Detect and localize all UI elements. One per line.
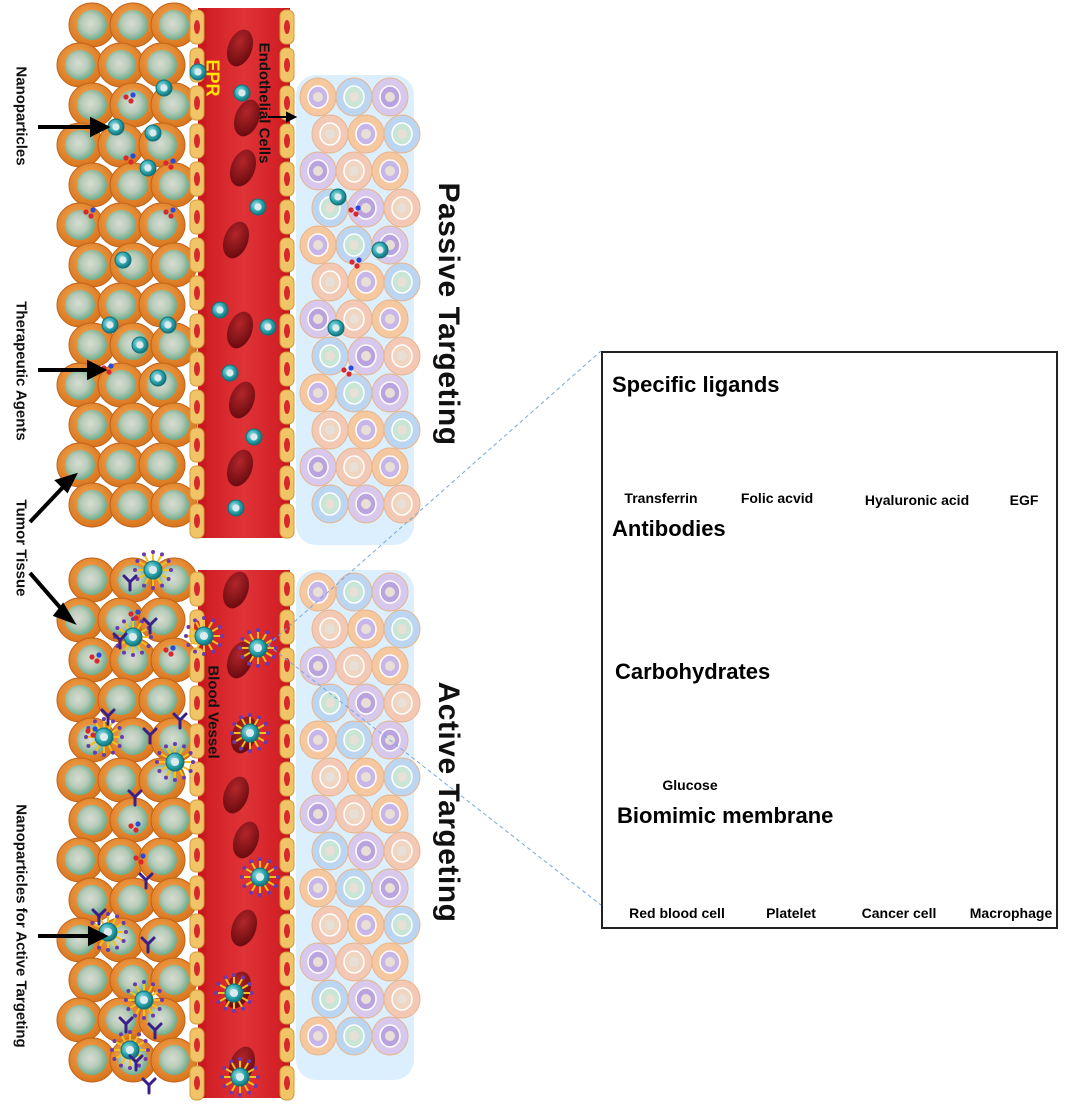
caption-transferrin: Transferrin <box>624 490 698 506</box>
leader-lines <box>267 350 602 906</box>
therapeutic-agents <box>83 92 362 865</box>
label-endothelial-cells: Endothelial Cells <box>255 42 273 164</box>
label-nanoparticles: Nanoparticles <box>12 66 30 166</box>
heading-carbohydrates: Carbohydrates <box>615 659 771 684</box>
caption-red-blood-cell: Red blood cell <box>629 905 725 921</box>
label-epr: EPR <box>202 59 223 97</box>
endothelial-arrow <box>268 111 298 123</box>
blood-vessel <box>189 8 295 1101</box>
ligand-panel <box>601 351 1058 929</box>
heading-biomimic-membrane: Biomimic membrane <box>617 803 834 828</box>
label-tumor-tissue: Tumor Tissue <box>12 499 30 597</box>
label-therapeutic-agents: Therapeutic Agents <box>12 301 30 441</box>
caption-macrophage: Macrophage <box>969 905 1053 921</box>
caption-glucose: Glucose <box>662 777 718 793</box>
heading-antibodies: Antibodies <box>612 516 726 541</box>
nanoparticles-arrow <box>38 116 111 138</box>
label-blood-vessel: Blood Vessel <box>204 665 222 759</box>
red-blood-cells <box>222 29 261 1084</box>
tumor-tissue-arrow-lower <box>28 571 77 625</box>
tumor-tissue <box>56 2 198 1083</box>
tumor-tissue-arrow-upper <box>28 472 78 524</box>
nanoparticles <box>84 63 389 1097</box>
normal-tissue <box>296 75 421 1080</box>
caption-egf: EGF <box>1009 492 1039 508</box>
receptors <box>91 574 188 1095</box>
label-nanoparticles-active: Nanoparticles for Active Targeting <box>12 804 30 1048</box>
caption-hyaluronic-acid: Hyaluronic acid <box>864 492 970 508</box>
caption-folic-acid: Folic acvid <box>740 490 814 506</box>
therapeutic-agents-arrow <box>38 359 108 381</box>
arrows <box>28 111 298 947</box>
caption-platelet: Platelet <box>766 905 816 921</box>
label-active-targeting: Active Targeting <box>432 681 465 923</box>
label-passive-targeting: Passive Targeting <box>432 182 465 446</box>
caption-cancer-cell: Cancer cell <box>861 905 937 921</box>
heading-specific-ligands: Specific ligands <box>612 372 780 397</box>
active-nanoparticles-arrow <box>38 925 109 947</box>
